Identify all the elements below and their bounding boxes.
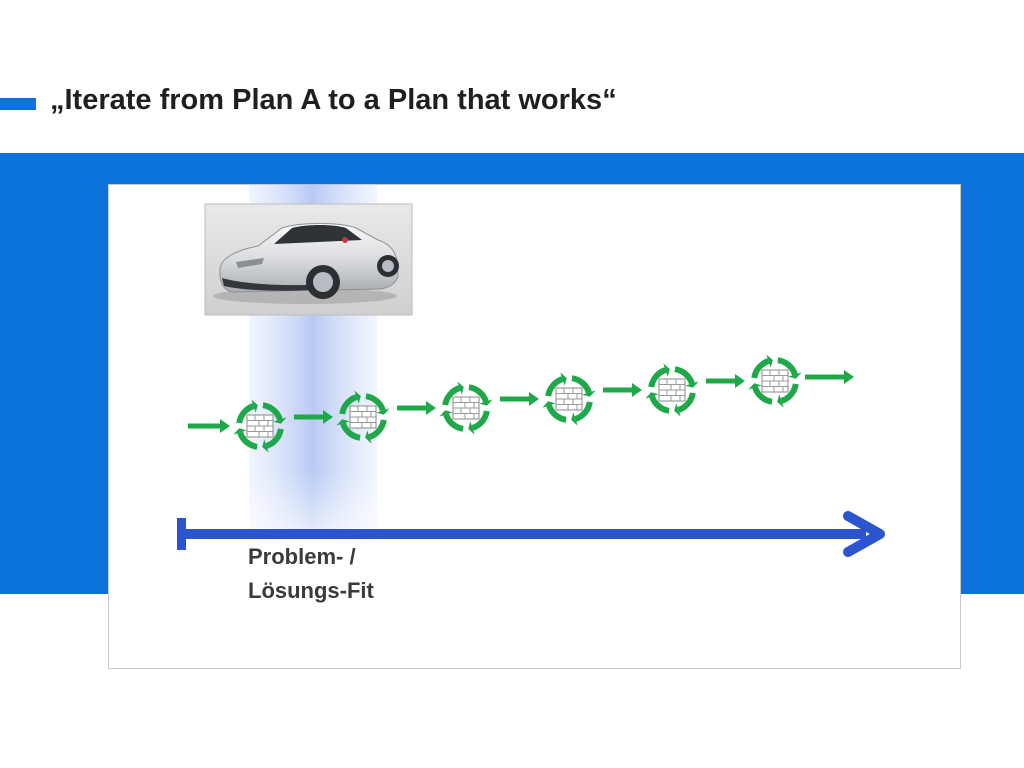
- flow-arrow: [397, 401, 436, 415]
- cycle-arrows-icon: [748, 354, 802, 408]
- slide-title: „Iterate from Plan A to a Plan that work…: [50, 84, 617, 116]
- wall-icon: [761, 369, 789, 393]
- iteration-cycle: [748, 354, 802, 408]
- car-photo: [204, 203, 413, 316]
- flow-arrow: [805, 370, 854, 384]
- flow-arrow: [500, 392, 539, 406]
- wall-icon: [246, 414, 274, 438]
- flow-arrow: [188, 419, 230, 433]
- cycle-arrows-icon: [336, 390, 390, 444]
- cycle-arrows-icon: [542, 372, 596, 426]
- timeline-arrow: [177, 511, 885, 557]
- iteration-steps: [188, 354, 854, 453]
- wall-icon: [452, 396, 480, 420]
- iteration-cycle: [439, 381, 493, 435]
- wall-icon: [349, 405, 377, 429]
- cycle-arrows-icon: [233, 399, 287, 453]
- flow-arrow: [294, 410, 333, 424]
- iteration-cycle: [336, 390, 390, 444]
- title-accent-bar: [0, 98, 36, 110]
- wall-icon: [555, 387, 583, 411]
- cycle-arrows-icon: [439, 381, 493, 435]
- fit-label-line1: Problem- /: [248, 544, 356, 569]
- fit-highlight-fade: [249, 470, 377, 530]
- flow-arrow: [706, 374, 745, 388]
- iteration-cycle: [645, 363, 699, 417]
- iteration-cycle: [542, 372, 596, 426]
- fit-label-line2: Lösungs-Fit: [248, 578, 374, 603]
- iteration-cycle: [233, 399, 287, 453]
- flow-arrow: [603, 383, 642, 397]
- wall-icon: [658, 378, 686, 402]
- cycle-arrows-icon: [645, 363, 699, 417]
